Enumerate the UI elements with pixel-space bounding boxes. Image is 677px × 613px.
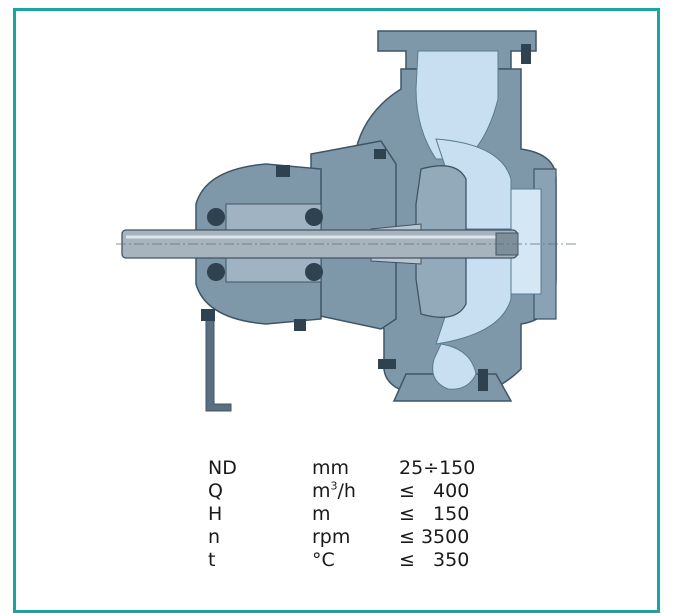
bearing-left-top	[207, 208, 225, 226]
suction-eye	[510, 188, 542, 295]
bolt-bottom-mid	[294, 319, 306, 331]
shaft	[116, 229, 576, 259]
spec-param: n	[208, 526, 221, 548]
spec-unit: rpm	[312, 526, 351, 548]
spec-row: n rpm ≤ 3500	[208, 526, 499, 549]
bolts	[201, 44, 531, 391]
spec-value: ≤ 150	[399, 503, 470, 525]
spec-value: 25÷150	[399, 457, 476, 479]
bearing-right-bottom	[305, 263, 323, 281]
spec-unit: °C	[312, 549, 335, 571]
spec-row: ND mm 25÷150	[208, 457, 499, 480]
support-leg	[205, 318, 232, 412]
spec-unit: mm	[312, 457, 350, 479]
spec-param: H	[208, 503, 223, 525]
bearing-right-top	[305, 208, 323, 226]
bolt-top-housing	[276, 165, 290, 177]
spec-value: ≤ 400	[399, 480, 470, 502]
bolt-lantern-top	[374, 149, 386, 159]
spec-row: Q m3/h ≤ 400	[208, 480, 499, 503]
bolt-side	[378, 359, 396, 369]
spec-unit: m3/h	[312, 479, 356, 502]
content-frame: ND mm 25÷150 Q m3/h ≤ 400 H m ≤ 150 n rp…	[13, 8, 660, 613]
spec-row: H m ≤ 150	[208, 503, 499, 526]
bearing-left-bottom	[207, 263, 225, 281]
spec-unit: m	[312, 503, 331, 525]
spec-param: t	[208, 549, 216, 571]
pump-cross-section-drawing	[116, 30, 576, 412]
spec-value: ≤ 350	[399, 549, 470, 571]
spec-row: t °C ≤ 350	[208, 549, 499, 572]
bolt-foot	[478, 369, 488, 391]
spec-param: ND	[208, 457, 237, 479]
lower-volute-channel	[432, 343, 477, 390]
spec-param: Q	[208, 480, 223, 502]
specifications-table: ND mm 25÷150 Q m3/h ≤ 400 H m ≤ 150 n rp…	[208, 457, 499, 572]
bolt-bottom-left	[201, 309, 215, 321]
spec-value: ≤ 3500	[399, 526, 470, 548]
bolt-discharge	[521, 44, 531, 64]
